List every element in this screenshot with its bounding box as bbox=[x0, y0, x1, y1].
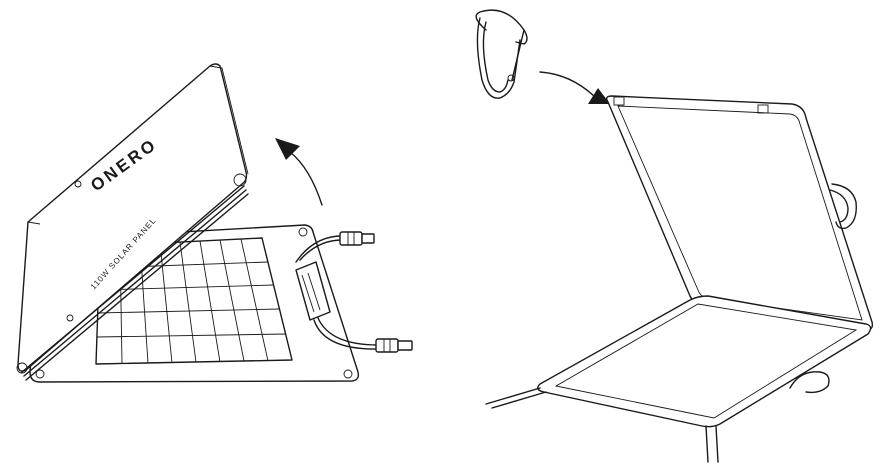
left-solar-panel-illustration: ONERO 110W SOLAR PANEL bbox=[16, 63, 413, 383]
lift-arrow-icon bbox=[275, 138, 323, 206]
mc4-connector-bottom-icon bbox=[375, 338, 399, 353]
case-back-panel bbox=[605, 95, 874, 331]
case-bottom-tray bbox=[485, 295, 872, 463]
carabiner-icon bbox=[475, 9, 528, 99]
right-carabiner-illustration bbox=[475, 9, 874, 463]
raised-cover-panel: ONERO 110W SOLAR PANEL bbox=[16, 63, 249, 381]
cable-and-connectors bbox=[295, 231, 413, 353]
attach-arrow-icon bbox=[539, 71, 610, 104]
junction-box bbox=[295, 261, 331, 321]
mc4-connector-top-icon bbox=[339, 231, 363, 246]
